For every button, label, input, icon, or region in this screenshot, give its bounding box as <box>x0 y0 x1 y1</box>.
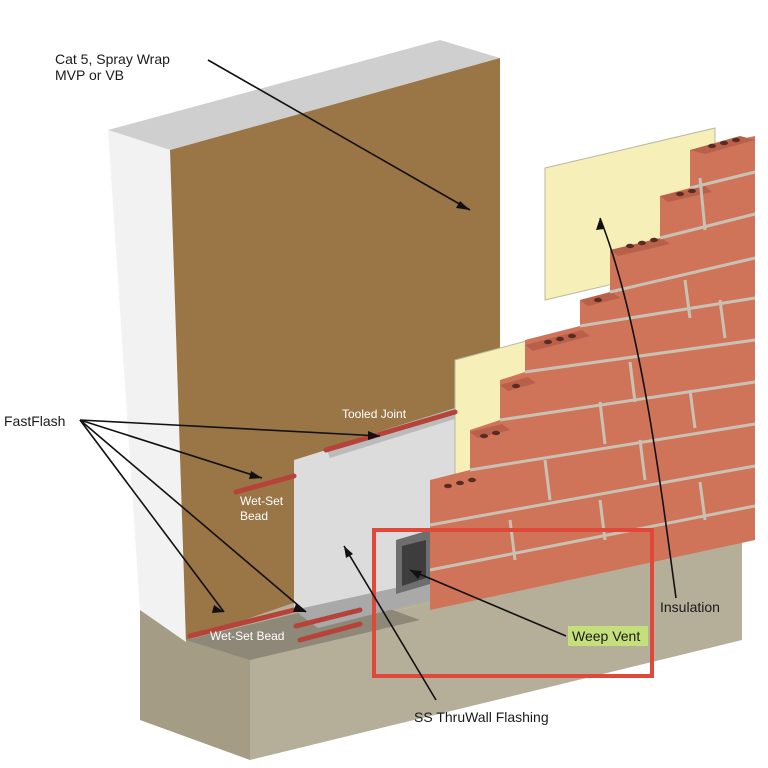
leader-fastflash-1 <box>79 419 381 437</box>
weep-vent-interior <box>402 540 426 586</box>
fastflash-strip-lower-bead-2 <box>297 621 363 643</box>
label-weep-vent: Weep Vent <box>572 628 640 644</box>
weep-vent-highlight-box <box>372 528 654 678</box>
wall-top-face <box>108 40 500 150</box>
brick-top-2 <box>660 186 712 202</box>
leader-thruwall <box>343 545 437 701</box>
leader-insulation <box>599 217 677 599</box>
brick-top-6 <box>500 377 536 391</box>
label-fastflash: FastFlash <box>4 413 65 429</box>
weep-vent-label-highlight <box>568 626 648 646</box>
foundation-front <box>250 540 742 760</box>
brick-top-3 <box>610 238 670 256</box>
fastflash-strips <box>187 409 458 643</box>
label-membrane-line1: Cat 5, Spray Wrap <box>55 51 170 67</box>
brick-mass <box>430 136 755 610</box>
fastflash-strip-top <box>323 409 458 453</box>
leader-fastflash-4 <box>79 419 307 613</box>
leader-lines <box>79 59 677 701</box>
leader-membrane <box>207 59 471 211</box>
label-wet-set-bead-upper-2: Bead <box>240 509 268 523</box>
leader-weep-vent <box>409 569 567 637</box>
concrete-wall <box>108 40 500 642</box>
fastflash-strip-bottom <box>187 607 297 639</box>
leader-fastflash-2 <box>79 419 263 479</box>
label-tooled-joint: Tooled Joint <box>342 407 407 421</box>
brick-veneer <box>396 136 756 610</box>
wall-left-face <box>108 130 186 642</box>
mortar-joints <box>429 170 756 572</box>
brick-top-7 <box>470 424 510 438</box>
label-wet-set-bead-upper-1: Wet-Set <box>240 494 284 508</box>
leader-fastflash-3 <box>79 419 225 613</box>
label-wet-set-bead-lower: Wet-Set Bead <box>210 629 284 643</box>
fastflash-strip-lower-bead <box>293 607 363 629</box>
arrowheads <box>212 201 604 613</box>
label-thruwall-flashing: SS ThruWall Flashing <box>414 709 549 725</box>
label-insulation: Insulation <box>660 599 720 615</box>
fastflash-strip-upper-bead <box>233 473 297 495</box>
label-membrane-line2: MVP or VB <box>55 67 124 83</box>
